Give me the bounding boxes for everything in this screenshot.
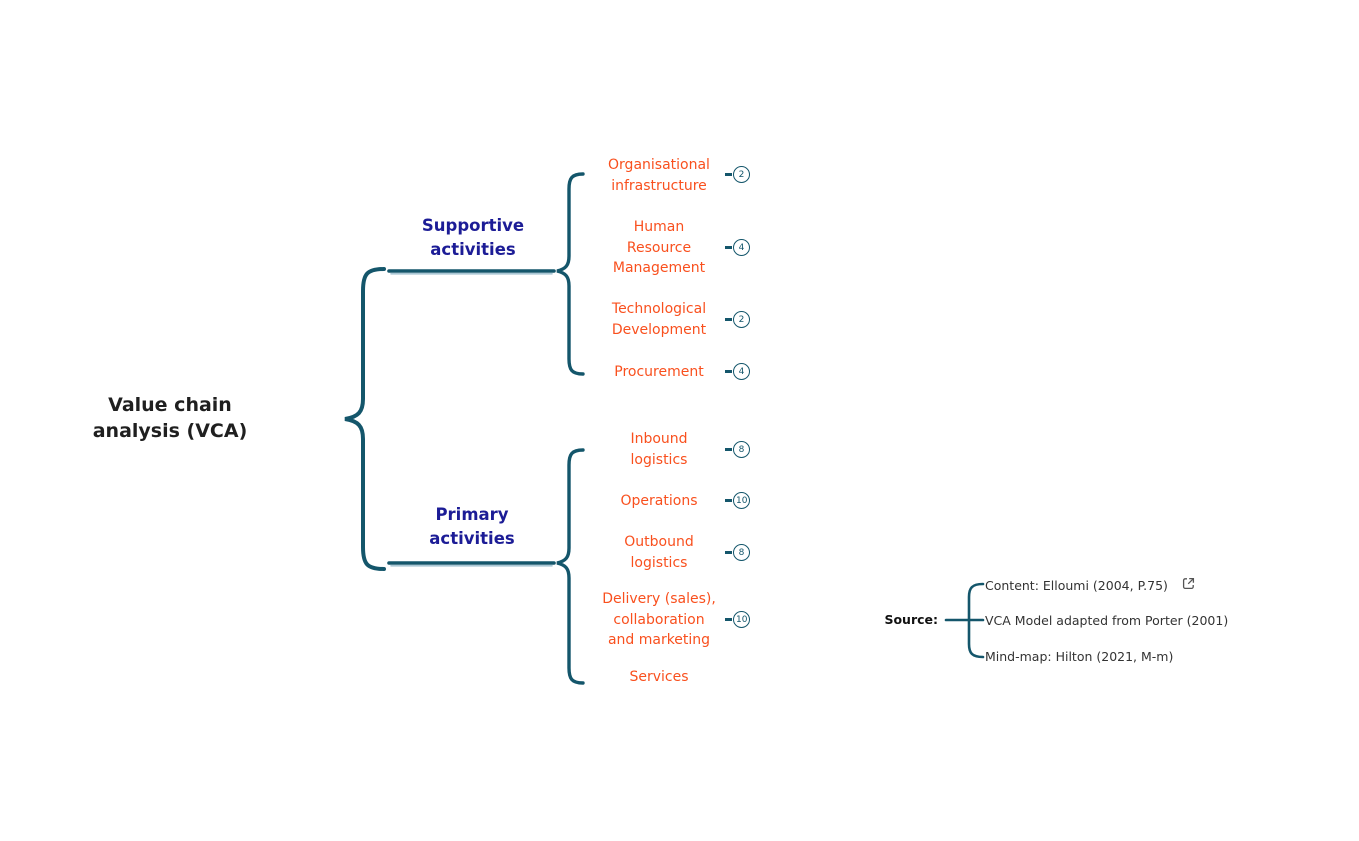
supportive-children-brace (556, 172, 585, 376)
external-link-icon[interactable] (1182, 577, 1195, 593)
collapse-badge-human-resource-management[interactable]: 4 (725, 239, 750, 256)
primary-children-brace (556, 448, 585, 685)
source-bracket (967, 582, 985, 659)
collapse-badge-organisational-infrastructure[interactable]: 2 (725, 166, 750, 183)
source-item-text: VCA Model adapted from Porter (2001) (985, 613, 1229, 628)
collapse-badge-outbound-logistics[interactable]: 8 (725, 544, 750, 561)
root-brace (344, 267, 386, 571)
collapse-badge-procurement[interactable]: 4 (725, 363, 750, 380)
badge-dash (725, 447, 732, 452)
collapse-badge-technological-development[interactable]: 2 (725, 311, 750, 328)
child-inbound-logistics[interactable]: Inbound logistics (630, 431, 688, 468)
branch-primary-activities[interactable]: Primary activities (429, 505, 515, 548)
badge-count: 2 (733, 166, 750, 183)
badge-dash (725, 550, 732, 555)
source-item-text: Mind-map: Hilton (2021, M-m) (985, 649, 1174, 664)
child-procurement[interactable]: Procurement (614, 364, 704, 380)
child-outbound-logistics[interactable]: Outbound logistics (624, 534, 694, 571)
child-organisational-infrastructure[interactable]: Organisational infrastructure (608, 157, 710, 194)
source-item-content-elloumi[interactable]: Content: Elloumi (2004, P.75) (985, 577, 1195, 593)
collapse-badge-operations[interactable]: 10 (725, 492, 751, 509)
root-node-value-chain-analysis[interactable]: Value chain analysis (VCA) (92, 394, 248, 442)
badge-dash (725, 172, 732, 177)
source-item-vca-model-porter[interactable]: VCA Model adapted from Porter (2001) (985, 613, 1228, 628)
child-delivery-collaboration-marketing[interactable]: Delivery (sales), collaboration and mark… (602, 591, 716, 648)
child-human-resource-management[interactable]: Human Resource Management (612, 219, 706, 276)
collapse-badge-inbound-logistics[interactable]: 8 (725, 441, 750, 458)
badge-count: 10 (733, 492, 751, 509)
collapse-badge-delivery-collaboration-marketing[interactable]: 10 (725, 611, 751, 628)
badge-count: 10 (733, 611, 751, 628)
badge-count: 8 (733, 441, 750, 458)
child-services[interactable]: Services (629, 669, 689, 685)
badge-count: 4 (733, 239, 750, 256)
badge-dash (725, 245, 732, 250)
badge-dash (725, 317, 732, 322)
branch-supportive-activities[interactable]: Supportive activities (421, 216, 525, 259)
badge-count: 8 (733, 544, 750, 561)
source-item-text: Content: Elloumi (2004, P.75) (985, 577, 1168, 593)
badge-dash (725, 617, 732, 622)
source-label: Source: (884, 612, 938, 627)
source-item-mindmap-hilton[interactable]: Mind-map: Hilton (2021, M-m) (985, 649, 1173, 664)
child-operations[interactable]: Operations (620, 493, 698, 509)
badge-dash (725, 369, 732, 374)
badge-count: 4 (733, 363, 750, 380)
badge-dash (725, 498, 732, 503)
child-technological-development[interactable]: Technological Development (611, 301, 707, 338)
badge-count: 2 (733, 311, 750, 328)
